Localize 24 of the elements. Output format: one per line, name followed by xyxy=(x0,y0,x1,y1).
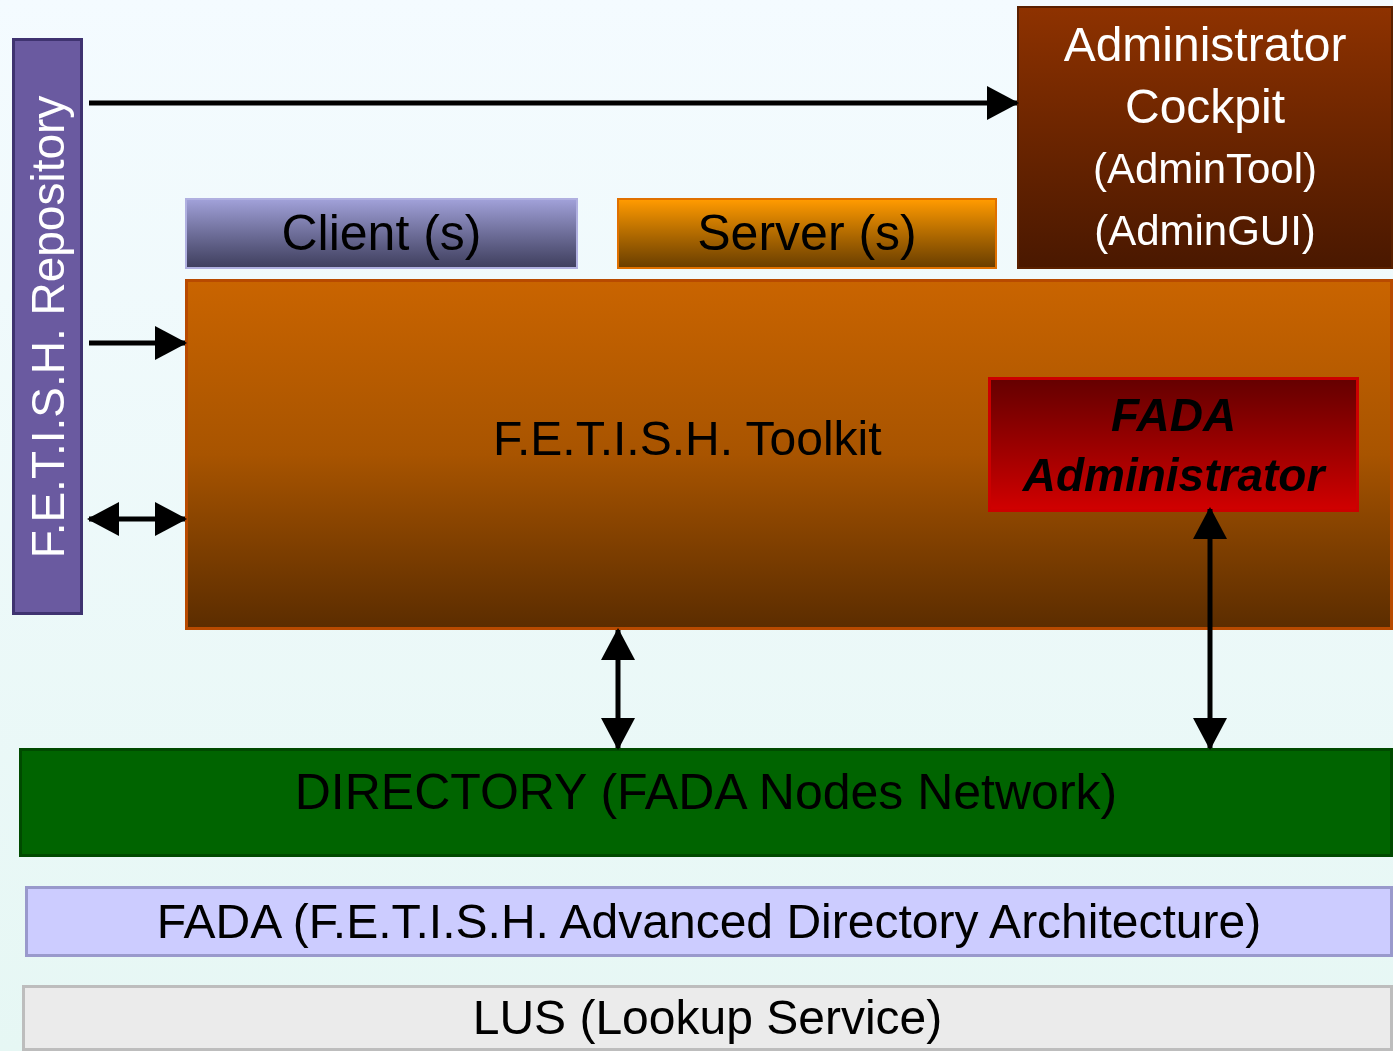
arrow xyxy=(1193,507,1227,750)
server-box xyxy=(617,198,997,269)
toolkit-box xyxy=(185,279,1393,630)
lookup-service-band xyxy=(22,985,1393,1051)
repository-bar xyxy=(12,38,83,615)
client-box xyxy=(185,198,578,269)
directory-band xyxy=(19,748,1393,857)
box-label: F.E.T.I.S.H. Toolkit xyxy=(493,415,882,463)
box-label: Server (s) xyxy=(697,204,917,263)
box-label: DIRECTORY (FADA Nodes Network) xyxy=(294,763,1118,822)
box-label: (AdminTool) xyxy=(1092,143,1318,194)
box-label: LUS (Lookup Service) xyxy=(472,990,943,1046)
box-label: Client (s) xyxy=(281,204,482,263)
arrow xyxy=(89,86,1019,120)
box-label: FADA (F.E.T.I.S.H. Advanced Directory Architecture) xyxy=(156,893,1262,950)
architecture-band xyxy=(25,886,1393,957)
box-label: Administrator Cockpit xyxy=(1062,16,1348,135)
arrow xyxy=(601,628,635,750)
box-label: (AdminGUI) xyxy=(1094,205,1316,256)
arrow xyxy=(89,326,187,360)
administrator-box xyxy=(988,377,1359,512)
arrow xyxy=(87,502,187,536)
cockpit-box xyxy=(1017,6,1393,269)
box-label: FADA Administrator xyxy=(1021,387,1328,503)
